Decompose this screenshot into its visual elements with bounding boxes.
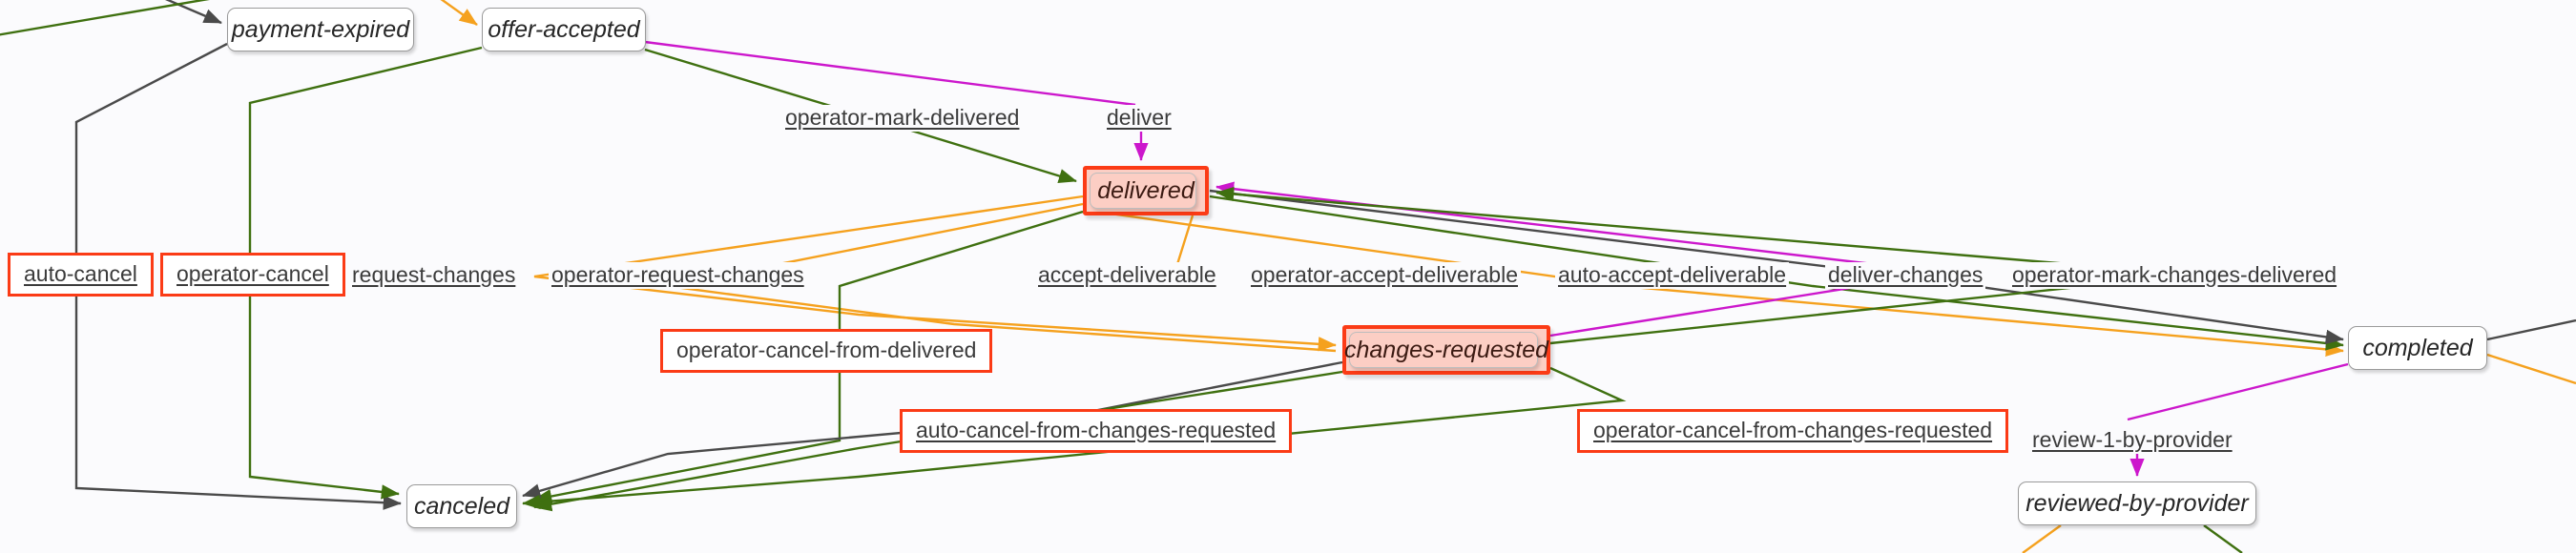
- node-completed[interactable]: completed: [2348, 326, 2487, 370]
- node-payment-expired[interactable]: payment-expired: [227, 8, 414, 51]
- edge-label-text: accept-deliverable: [1038, 262, 1216, 287]
- edge-deliver-upper: [644, 40, 1136, 107]
- edge-in-payment-expired: [164, 0, 222, 25]
- node-label: reviewed-by-provider: [2025, 489, 2249, 517]
- edge-label-accept-deliverable[interactable]: accept-deliverable: [1035, 262, 1219, 289]
- edge-label-text: operator-mark-delivered: [785, 105, 1020, 130]
- edge-auto-cancel: [74, 42, 402, 510]
- node-label: completed: [2362, 334, 2473, 361]
- edge-label-operator-cancel-from-changes-requested[interactable]: operator-cancel-from-changes-requested: [1577, 409, 2009, 453]
- edge-label-text: review-1-by-provider: [2032, 427, 2233, 452]
- edge-label-text: operator-cancel-from-changes-requested: [1593, 418, 1993, 442]
- node-inner-shape: [1349, 332, 1538, 368]
- node-inner-shape: [1090, 173, 1196, 209]
- edge-label-text: auto-cancel: [24, 261, 137, 286]
- node-label: offer-accepted: [488, 15, 640, 43]
- edge-label-text: deliver: [1107, 105, 1172, 130]
- node-label: delivered: [1097, 176, 1195, 204]
- edge-label-operator-cancel-from-delivered[interactable]: operator-cancel-from-delivered: [660, 329, 993, 373]
- edge-label-text: operator-request-changes: [551, 262, 804, 287]
- node-changes-requested[interactable]: changes-requested: [1342, 325, 1550, 375]
- edge-completed-out-orange: [2486, 353, 2576, 385]
- edge-auto-cancel-from-changes-requested: [522, 360, 1343, 499]
- edge-label-deliver[interactable]: deliver: [1104, 105, 1174, 132]
- edge-in-offer-accepted: [440, 0, 478, 26]
- edge-label-text: operator-mark-changes-delivered: [2012, 262, 2337, 287]
- node-delivered[interactable]: delivered: [1083, 166, 1209, 215]
- edge-label-operator-mark-delivered[interactable]: operator-mark-delivered: [782, 105, 1023, 132]
- edge-label-auto-accept-deliverable[interactable]: auto-accept-deliverable: [1555, 262, 1790, 289]
- edge-request-changes: [533, 195, 1337, 352]
- edge-label-text: auto-accept-deliverable: [1558, 262, 1787, 287]
- edge-label-request-changes[interactable]: request-changes: [349, 262, 519, 289]
- node-reviewed-by-provider[interactable]: reviewed-by-provider: [2018, 481, 2256, 525]
- edge-label-text: operator-cancel-from-delivered: [676, 338, 977, 362]
- edge-green-top-cross: [0, 0, 210, 36]
- edge-label-operator-mark-changes-delivered[interactable]: operator-mark-changes-delivered: [2009, 262, 2340, 289]
- edge-label-text: request-changes: [352, 262, 516, 287]
- edge-reviewed-out-orange: [2022, 524, 2062, 553]
- edge-label-text: operator-cancel: [177, 261, 329, 286]
- edge-label-operator-cancel[interactable]: operator-cancel: [160, 253, 345, 297]
- edge-green-cr-canceled-2: [533, 370, 1343, 512]
- node-offer-accepted[interactable]: offer-accepted: [482, 8, 646, 51]
- edge-label-auto-cancel[interactable]: auto-cancel: [8, 253, 154, 297]
- node-canceled[interactable]: canceled: [406, 484, 517, 528]
- edge-label-review-1-by-provider[interactable]: review-1-by-provider: [2029, 427, 2235, 454]
- node-label: payment-expired: [231, 15, 410, 43]
- edge-label-text: deliver-changes: [1828, 262, 1984, 287]
- edge-label-operator-request-changes[interactable]: operator-request-changes: [549, 262, 807, 289]
- edge-operator-request-changes: [667, 202, 1337, 353]
- edge-completed-out-gray: [2486, 318, 2576, 341]
- edge-review-1-upper: [2127, 362, 2349, 421]
- node-label: canceled: [413, 492, 510, 520]
- node-label: changes-requested: [1343, 336, 1549, 363]
- edge-label-auto-cancel-from-changes-requested[interactable]: auto-cancel-from-changes-requested: [900, 409, 1293, 453]
- edge-label-text: operator-accept-deliverable: [1251, 262, 1518, 287]
- edge-label-operator-accept-deliverable[interactable]: operator-accept-deliverable: [1248, 262, 1521, 289]
- edge-label-deliver-changes[interactable]: deliver-changes: [1825, 262, 1986, 289]
- edge-operator-accept-deliverable: [1209, 195, 2344, 351]
- edge-label-text: auto-cancel-from-changes-requested: [916, 418, 1277, 442]
- edge-reviewed-out-green: [2203, 524, 2243, 553]
